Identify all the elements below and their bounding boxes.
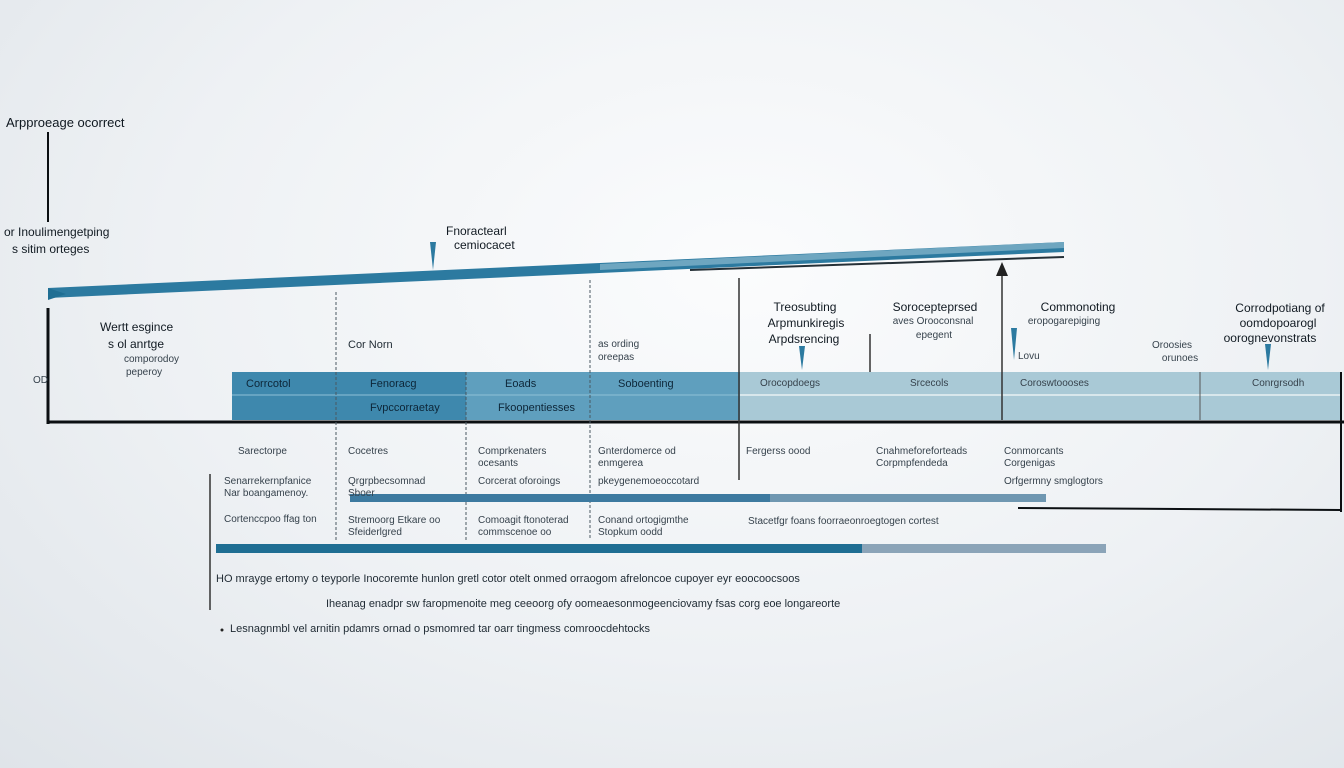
hdr-d-4: Oroosies [1151,340,1193,351]
band-cell-8: Conrgrsodh [1252,378,1305,389]
table-r1-c6: Cnahmeforeforteads Corpmpfendeda [876,446,968,469]
table-r3-c3: Comoagit ftonoterad commscenoe oo [478,515,569,538]
band-cell-2: Fenoracg [370,378,417,390]
hdr-a-1: Treosubting [773,300,837,314]
progress-bar-1-fill [350,494,770,502]
marker-hdr-a [799,346,805,370]
hdr-b-3: epegent [915,330,953,341]
top-left-title: Arpproeage ocorrect [6,115,125,130]
hdr-c-3: Lovu [1018,351,1040,362]
marker-left-axis [48,288,66,300]
band-cell-1: Corrcotol [246,378,291,390]
table-r1-c4: Gnterdomerce od enmgerea [598,446,676,469]
band-row2-cell-2: Fkoopentiesses [498,402,576,414]
hdr-d-3: oorognevonstrats [1223,331,1317,345]
col4-note-2: oreepas [598,352,635,363]
hdr-a-2: Arpmunkiregis [767,316,845,330]
rising-bar-highlight [600,242,1064,270]
table-r3-c1: Cortenccpoo ffag ton [224,514,317,525]
hdr-c-1: Commonoting [1040,300,1116,314]
left-mid-label-4: peperoy [126,367,163,378]
band-cell-6: Srcecols [910,378,949,389]
col4-note-1: as ording [598,339,640,350]
col2-note: Cor Norn [348,339,393,351]
left-mid-label-1: Wertt esgince [100,320,174,334]
table-r2-c1: Senarrekernpfanice Nar boangamenoy. [224,476,312,499]
hdr-a-3: Arpdsrencing [768,332,840,346]
hdr-d-1: Corrodpotiang of [1235,301,1325,315]
table-r2-c4: pkeygenemoeoccotard [598,476,700,487]
table-r3-c5: Stacetfgr foans foorraeonroegtogen corte… [748,516,939,527]
table-r1-c7: Conmorcants Corgenigas [1004,446,1064,469]
left-mid-label-2: s ol anrtge [108,337,165,351]
band-light [740,372,1340,420]
band-cell-5: Orocopdoegs [760,378,821,389]
table-r2-c7: Orfgermny smglogtors [1004,476,1103,487]
marker-arrow-up [996,262,1008,276]
table-r1-c3: Comprkenaters ocesants [478,446,547,469]
progress-bar-2-fill [216,544,862,553]
hdr-b-2: aves Orooconsnal [892,316,974,327]
table-r1-c5: Fergerss oood [746,446,811,457]
marker-hdr-c [1011,328,1017,360]
footer-line-2: Iheanag enadpr sw faropmenoite meg ceeoo… [326,598,841,610]
hdr-d-2: oomdopoarogl [1239,316,1317,330]
band-cell-3: Eoads [505,378,537,390]
table-r3-c4: Conand ortogigmthe Stopkum oodd [598,515,689,538]
axis-right-foot [1017,507,1342,511]
table-r1-c2: Cocetres [348,446,389,457]
table-r1-c1: Sarectorpe [238,446,287,457]
band-cell-4: Soboenting [618,378,674,390]
band-cell-7: Coroswtoooses [1020,378,1089,389]
hdr-c-2: eropogarepiging [1027,316,1101,327]
hdr-b-1: Sorocepteprsed [892,300,978,314]
marker-hdr-d [1265,344,1271,370]
table-r2-c2: Qrgrpbecsomnad Sboer [348,476,426,499]
left-top-label-2: s sitim orteges [12,242,90,256]
left-top-label-1: or Inoulimengetping [4,225,110,239]
band-dark-right [466,372,740,420]
table-r2-c3: Corcerat oforoings [478,476,561,487]
footer-bullet [220,628,224,632]
left-mid-label-3: comporodoy [124,354,180,365]
footer-line-1: HO mrayge ertomy o teyporle Inocoremte h… [216,573,800,585]
band-row2-cell-1: Fvpccorraetay [370,402,440,414]
table-r3-c2: Stremoorg Etkare oo Sfeiderlgred [348,515,441,538]
axis-tag: OD [33,375,48,386]
mid-marker-label-1: Fnoractearl [446,224,507,238]
footer-line-3: Lesnagnmbl vel arnitin pdamrs ornad o ps… [230,623,651,635]
marker-top [430,242,436,270]
rising-bar-shadow [689,256,1065,271]
hdr-d-5: orunoes [1161,353,1199,364]
mid-marker-label-2: cemiocacet [454,238,515,252]
